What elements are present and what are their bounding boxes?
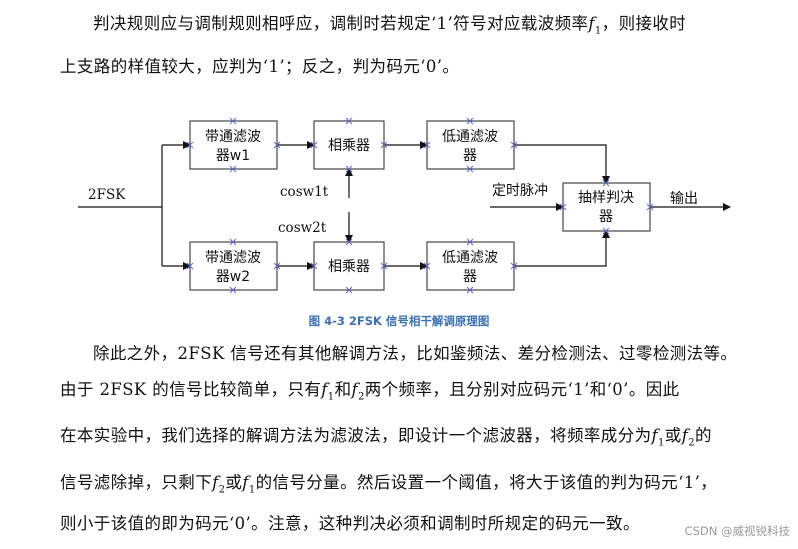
text: 在本实验中，我们选择的解调方法为滤波法，即设计一个滤波器，将频率成分为 [60, 426, 652, 445]
selection-handles [186, 117, 654, 294]
paragraph-1-line-2: 上支路的样值较大，应判为‘1’；反之，判为码元‘0’。 [60, 49, 760, 85]
text: 信号滤除掉，只剩下 [60, 473, 213, 492]
f: f [242, 473, 249, 492]
paragraph-1-line-1: 判决规则应与调制规则相呼应，调制时若规定‘1’符号对应载波频率f1，则接收时 [60, 6, 760, 49]
timing-label: 定时脉冲 [492, 183, 548, 199]
f1-symbol: f1 [321, 380, 335, 403]
input-label: 2FSK [88, 187, 126, 203]
f1-symbol: f1 [242, 473, 256, 496]
paragraph-2-line-3: 在本实验中，我们选择的解调方法为滤波法，即设计一个滤波器，将频率成分为f1或f2… [60, 418, 760, 461]
text: 上支路的样值较大，应判为‘1’；反之，判为码元‘0’。 [60, 57, 460, 76]
text: 或 [225, 473, 243, 492]
bpf1-label-2: 器w1 [216, 148, 250, 164]
text: 除此之外，2FSK 信号还有其他解调方法，比如鉴频法、差分检测法、过零检测法等。 [93, 344, 738, 363]
bpf2-label-1: 带通滤波 [205, 250, 261, 266]
lpf2-box [426, 241, 515, 291]
text: ，则接收时 [601, 14, 687, 33]
f2-symbol: f2 [212, 473, 226, 496]
mult1-label: 相乘器 [328, 138, 370, 154]
output-label: 输出 [670, 191, 698, 207]
bpf2-box [189, 241, 278, 291]
f1-symbol: f1 [588, 14, 602, 37]
lpf1-label-2: 器 [463, 148, 477, 164]
f1-symbol: f1 [651, 426, 665, 449]
f2-symbol: f2 [351, 380, 365, 403]
decider-label-1: 抽样判决 [578, 190, 634, 206]
figure-caption: 图 4-3 2FSK 信号相干解调原理图 [308, 314, 490, 328]
paragraph-2-line-2: 由于 2FSK 的信号比较简单，只有f1和f2两个频率，且分别对应码元‘1’和‘… [60, 372, 760, 415]
text: 和 [334, 380, 352, 399]
sub: 1 [327, 391, 335, 403]
sub: 2 [357, 391, 365, 403]
sub: 2 [688, 437, 695, 449]
text: 的 [694, 426, 712, 445]
text: 则小于该值的即为码元‘0’。注意，这种判决必须和调制时所规定的码元一致。 [60, 514, 640, 533]
text: 由于 2FSK 的信号比较简单，只有 [60, 380, 322, 399]
sub: 1 [248, 484, 256, 496]
f: f [212, 473, 219, 492]
mult2-label: 相乘器 [328, 259, 370, 275]
f: f [588, 14, 595, 33]
watermark: CSDN @威视锐科技 [684, 524, 790, 538]
paragraph-2-line-1: 除此之外，2FSK 信号还有其他解调方法，比如鉴频法、差分检测法、过零检测法等。 [60, 336, 760, 372]
f: f [681, 426, 689, 445]
arrow-lpf2-to-decider [514, 230, 610, 267]
sub: 1 [594, 25, 602, 37]
lpf2-label-2: 器 [463, 269, 477, 285]
f: f [351, 380, 358, 399]
lpf2-label-1: 低通滤波 [442, 250, 498, 266]
lpf1-label-1: 低通滤波 [442, 129, 498, 145]
bpf1-label-1: 带通滤波 [205, 129, 261, 145]
block-diagram: 带通滤波 器w1 相乘器 低通滤波 器 带通滤波 器w2 相乘器 低通滤波 器 … [78, 117, 731, 294]
text: 或 [664, 426, 682, 445]
text: 两个频率，且分别对应码元‘1’和‘0’。因此 [364, 380, 680, 399]
text: 的信号分量。然后设置一个阈值，将大于该值的判为码元‘1’， [255, 473, 718, 492]
sub: 1 [658, 437, 665, 449]
bpf2-label-2: 器w2 [216, 269, 250, 285]
paragraph-2-line-4: 信号滤除掉，只剩下f2或f1的信号分量。然后设置一个阈值，将大于该值的判为码元‘… [60, 465, 760, 508]
paragraph-2-line-5: 则小于该值的即为码元‘0’。注意，这种判决必须和调制时所规定的码元一致。 [60, 506, 760, 542]
arrow-lpf1-to-decider [514, 144, 610, 184]
carrier1-label: cosw1t [280, 184, 329, 200]
f: f [651, 426, 659, 445]
text: 判决规则应与调制规则相呼应，调制时若规定‘1’符号对应载波频率 [93, 14, 589, 33]
decider-label-2: 器 [599, 209, 613, 225]
f: f [321, 380, 328, 399]
sub: 2 [218, 484, 226, 496]
f2-symbol: f2 [681, 426, 695, 449]
carrier2-label: cosw2t [278, 220, 327, 236]
